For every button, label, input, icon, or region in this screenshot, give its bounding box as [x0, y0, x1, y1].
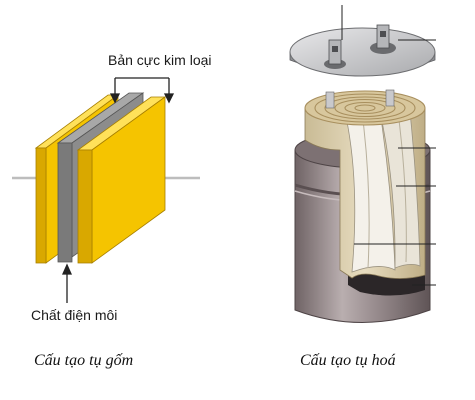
terminal-right: [370, 24, 396, 54]
sealing-lid: [289, 27, 436, 77]
plate-pointers: [109, 77, 175, 104]
label-dielectric: Chất điện môi: [31, 307, 118, 323]
terminal-left: [324, 39, 346, 69]
electrolytic-capacitor: [289, 5, 436, 323]
foil-strips: [344, 111, 421, 273]
roll-top-spiral: [304, 90, 426, 126]
callout-lines: [341, 5, 436, 286]
caption-ceramic: Cấu tạo tụ gốm: [34, 352, 134, 369]
metal-plate-front: [76, 96, 167, 264]
label-metal-plates: Bản cực kim loại: [108, 52, 212, 68]
dielectric-pointer: [61, 263, 73, 303]
foil-tab-right: [385, 89, 395, 107]
ceramic-capacitor: [12, 77, 200, 303]
caption-electrolytic: Cấu tạo tụ hoá: [300, 352, 396, 369]
foil-tab-left: [325, 91, 335, 109]
